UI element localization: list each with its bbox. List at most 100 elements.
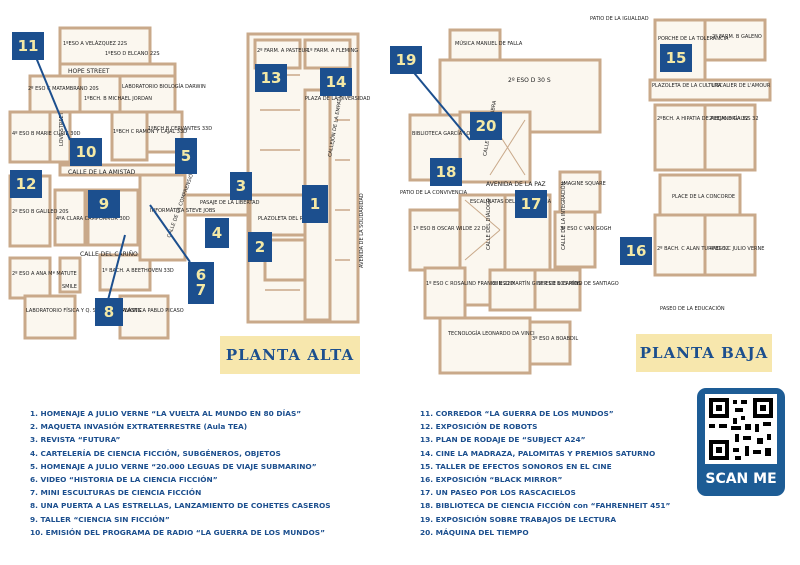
marker-2[interactable]: 2 [248,232,272,262]
marker-15[interactable]: 15 [660,44,692,72]
room-label: INFORMÁTICA STEVE JOBS [150,207,215,214]
room-label: 1ºBCH. B MICHAEL JORDAN [84,96,152,102]
legend-item: 14. CINE LA MADRAZA, PALOMITAS Y PREMIOS… [420,448,656,458]
room-label: BIBLIOTECA GARCÍA LORCA [412,130,481,137]
marker-11[interactable]: 11 [12,32,44,60]
legend-item: 9. TALLER “CIENCIA SIN FICCIÓN” [30,514,170,524]
room-label: 1º BACH. A BEETHOVEN 33D [102,268,174,274]
qr-code-icon [705,394,777,464]
room-label: TECNOLOGÍA LEONARDO DA VINCI [447,330,535,337]
upper-floor-corridors [260,74,350,291]
marker-18[interactable]: 18 [430,158,462,186]
marker-16[interactable]: 16 [620,237,652,265]
room-label: 1ºBCH B CERVANTES 33D [148,126,212,132]
qr-code-pattern [709,398,773,460]
room-label: PASEO DE LA EDUCACIÓN [660,305,725,312]
room-label: IMAGINE SQUARE [562,181,606,187]
legend-item: 19. EXPOSICIÓN SOBRE TRABAJOS DE LECTURA [420,514,617,524]
legend-item: 17. UN PASEO POR LOS RASCACIELOS [420,488,576,498]
room-label: ESCALINATAS DEL NOVIOLENCIA [470,199,552,205]
legend-item: 13. PLAN DE RODAJE DE “SUBJECT A24” [420,435,586,445]
room-label: PLAZOLETA DEL RESPETO [258,216,323,222]
room-label: 1º ESO B OSCAR WILDE 22 D [413,226,486,232]
room-label: 1ºESO A VELÁZQUEZ 22S [63,40,127,47]
legend-item: 1. HOMENAJE A JULIO VERNE “LA VUELTA AL … [30,409,302,418]
legend-item: 8. UNA PUERTA A LAS ESTRELLAS, LANZAMIEN… [30,501,331,511]
room-label: 3º ESO B CAMINO DE SANTIAGO [538,281,619,287]
marker-13[interactable]: 13 [255,64,287,92]
legend-item: 15. TALLER DE EFECTOS SONOROS EN EL CINE [420,461,612,471]
room-label: 2º ESO D 30 S [508,77,551,84]
marker-8[interactable]: 8 [95,298,123,326]
room-label: 3º ESO A BOABDIL [532,336,578,342]
room-label: SMILE [62,284,77,290]
marker-17[interactable]: 17 [515,190,547,218]
room-label: CALLE DE LA AMISTAD [68,169,136,176]
room-label: 3º ESO C VAN GOGH [560,226,612,232]
room-label: PASAJE DE LA LIBERTAD [200,200,260,206]
room-label: 1º ESO C ROSALIND FRANKLIN 22D [426,281,514,287]
legend-item: 3. REVISTA “FUTURA” [30,435,121,445]
room-label: LABORATORIO FÍSICA Y Q. STEPHEN HAWKING [26,307,142,314]
marker-20[interactable]: 20 [470,112,502,140]
marker-1[interactable]: 1 [302,185,328,223]
room-label: 2º BACH. C ALAN TURING 32 [657,246,729,252]
room-label: 4ºESO C JULIO VERNE [710,246,764,252]
room-label: LOVE STREET [59,111,65,146]
lower-right-room-labels: PORCHE DE LA TOLERANCIA 2º FARM. B GALEN… [652,34,771,312]
room-label: 2º ESO A ANA Mª MATUTE [12,271,77,277]
room-label: 2º FARM. B GALENO [712,34,762,40]
upper-floor-plan [8,26,360,340]
legend-right-column: 11. CORREDOR “LA GUERRA DE LOS MUNDOS” 1… [420,407,710,539]
room-label: PORCHE DE LA TOLERANCIA [658,36,729,42]
room-label: 2ºBCH. B GAUSS 32 [709,116,759,122]
room-label: 2ºBCH. A HIPATIA DE ALEJANDRÍA 32 [657,115,748,122]
legend-item: 18. BIBLIOTECA DE CIENCIA FICCIÓN con “F… [420,501,671,511]
room-label: CALLE DEL DIÁLOGO [485,198,492,250]
floor-plans: 1ºESO A VELÁZQUEZ 22S 1ºESO D ELCANO 22S… [8,16,772,375]
marker-3[interactable]: 3 [230,172,252,200]
marker-10[interactable]: 10 [70,138,102,166]
room-label: PLÁSTICA PABLO PICASO [122,307,184,314]
legend-item: 20. MÁQUINA DEL TIEMPO [420,527,529,537]
room-label: PLACE DE LA CONCORDE [672,194,735,200]
room-label: PATIO DE LA IGUALDAD [590,16,649,22]
lower-floor-plan-main [408,28,602,375]
marker-4[interactable]: 4 [205,218,229,248]
room-label: MÚSICA MANUEL DE FALLA [455,40,523,47]
room-label: 3º ESO MARTÍN GINER DE LOS RÍOS [492,280,581,287]
marker-5[interactable]: 5 [175,138,197,174]
room-label: 4º ESO B MARIE CURIE 30D [12,131,81,137]
room-label: HOPE STREET [68,68,110,75]
legend-item: 16. EXPOSICIÓN “BLACK MIRROR” [420,474,563,484]
marker-arrows [34,54,471,301]
room-label: 1ºESO D ELCANO 22S [105,51,160,57]
marker-12[interactable]: 12 [10,170,42,198]
marker-7-label: 7 [195,281,207,299]
room-label: PATIO DE LA CONVIVENCIA [400,190,468,196]
marker-6-label: 6 [195,266,207,284]
room-label: LABORATORIO BIOLOGÍA DARWIN [122,83,206,90]
room-label: 1º FARM. A FLEMING [307,48,358,54]
room-label: 1ºBCH C RAMÓN Y CAJAL 33D [113,128,187,135]
marker-9[interactable]: 9 [88,190,120,218]
room-label: PLAZA DE LA DIVERSIDAD [305,96,370,102]
marker-6-7[interactable]: 6 7 [188,262,214,304]
lower-room-labels: MÚSICA MANUEL DE FALLA 2º ESO D 30 S PAT… [400,16,649,342]
room-label: CALLE DEL CARIÑO [80,251,138,258]
room-label: 2º ESO B GALILEO 20S [12,209,69,215]
marker-19[interactable]: 19 [390,46,422,74]
planta-baja-banner: PLANTA BAJA [636,334,772,372]
legend-item: 6. VIDEO “HISTORIA DE LA CIENCIA FICCIÓN… [30,474,218,484]
legend-item: 4. CARTELERÍA DE CIENCIA FICCIÓN, SUBGÉN… [30,448,281,458]
room-label: 2º FARM. A PASTEUR [257,48,309,54]
qr-code-card[interactable]: SCAN ME [697,388,785,496]
scan-me-label: SCAN ME [705,471,777,487]
room-label: PLAZOLETA DE LA CULTURA [652,83,722,89]
legend-item: 10. EMISIÓN DEL PROGRAMA DE RADIO “LA GU… [30,527,325,537]
legend-item: 7. MINI ESCULTURAS DE CIENCIA FICCIÓN [30,488,202,498]
legend-left-column: 1. HOMENAJE A JULIO VERNE “LA VUELTA AL … [30,407,400,539]
marker-14[interactable]: 14 [320,68,352,96]
legend-item: 5. HOMENAJE A JULIO VERNE “20.000 LEGUAS… [30,461,317,471]
